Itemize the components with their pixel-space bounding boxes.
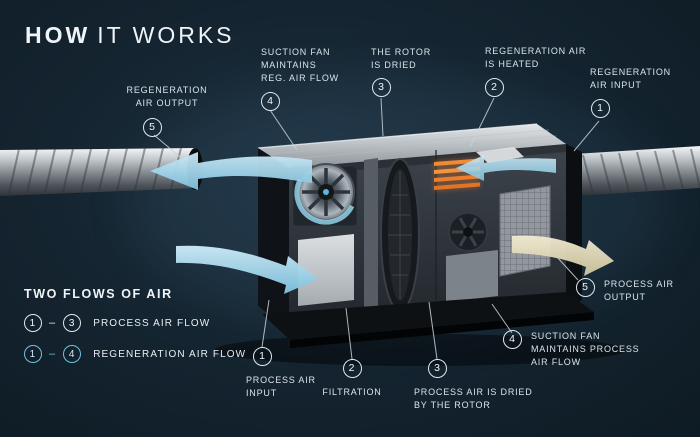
callout-label: PROCESS AIR INPUT — [246, 375, 316, 399]
desiccant-rotor — [380, 158, 420, 312]
legend-number: 3 — [63, 314, 82, 332]
callout-number: 5 — [143, 118, 162, 138]
callout-number: 2 — [342, 359, 362, 378]
callout-suction-fan-reg-flow: SUCTION FAN MAINTAINS REG. AIR FLOW 4 — [261, 46, 339, 112]
callout-number: 4 — [261, 92, 280, 112]
callout-leader-lines — [153, 97, 600, 360]
legend-dash: – — [49, 317, 57, 329]
callout-label: SUCTION FAN MAINTAINS REG. AIR FLOW — [261, 47, 339, 84]
right-duct — [574, 146, 700, 196]
output-filter — [499, 185, 551, 277]
legend-row-regeneration: 1 – 4 REGENERATION AIR FLOW — [24, 345, 246, 363]
legend-number: 1 — [24, 314, 42, 332]
callout-number: 1 — [591, 99, 610, 119]
process-input-arrow — [176, 245, 318, 294]
process-fan — [448, 212, 488, 252]
callout-label: SUCTION FAN MAINTAINS PROCESS AIR FLOW — [531, 331, 640, 368]
callout-rotor-is-dried: THE ROTOR IS DRIED 3 — [371, 46, 432, 98]
legend: TWO FLOWS OF AIR 1 – 3 PROCESS AIR FLOW … — [24, 287, 246, 363]
flow-arrows — [150, 152, 614, 294]
legend-number: 4 — [63, 345, 82, 363]
callout-label: PROCESS AIR OUTPUT — [604, 279, 674, 303]
callout-regeneration-air-output: REGENERATION AIR OUTPUT 5 — [112, 84, 222, 138]
regeneration-output-arrow — [150, 152, 312, 190]
title-bold: HOW — [25, 22, 91, 48]
legend-dash: – — [49, 348, 57, 360]
callout-number: 2 — [485, 78, 504, 98]
callout-number: 3 — [428, 359, 447, 378]
legend-row-process: 1 – 3 PROCESS AIR FLOW — [24, 314, 246, 332]
callout-label: REGENERATION AIR IS HEATED — [485, 46, 587, 70]
legend-label: REGENERATION AIR FLOW — [93, 348, 247, 360]
inlet-chamber-panel — [298, 234, 354, 306]
legend-label: PROCESS AIR FLOW — [93, 317, 211, 329]
regeneration-internal-arrow — [456, 155, 556, 181]
legend-title: TWO FLOWS OF AIR — [24, 287, 173, 301]
callout-regeneration-air-input: REGENERATION AIR INPUT 1 — [590, 66, 671, 119]
title-rest: IT WORKS — [97, 22, 235, 48]
rotor-wall — [364, 158, 378, 320]
fan-swirl — [294, 178, 355, 225]
callout-regeneration-air-heated: REGENERATION AIR IS HEATED 2 — [485, 45, 587, 98]
legend-number: 1 — [24, 345, 42, 363]
callout-suction-fan-process-flow: 4 SUCTION FAN MAINTAINS PROCESS AIR FLOW — [503, 330, 639, 369]
callout-number: 5 — [576, 278, 595, 297]
callout-number: 3 — [372, 78, 391, 98]
callout-number: 1 — [253, 347, 272, 366]
callout-label: REGENERATION AIR OUTPUT — [126, 85, 208, 109]
callout-number: 4 — [503, 330, 522, 349]
callout-filtration: 2 FILTRATION — [322, 359, 382, 399]
callout-label: REGENERATION AIR INPUT — [590, 67, 671, 91]
callout-process-air-input: 1 PROCESS AIR INPUT — [246, 347, 316, 400]
base-plinth — [262, 292, 594, 348]
fan-motor-box — [446, 250, 498, 302]
callout-label: FILTRATION — [322, 387, 382, 397]
callout-process-air-output: 5 PROCESS AIR OUTPUT — [576, 278, 674, 304]
process-output-arrow — [512, 235, 614, 276]
callout-label: THE ROTOR IS DRIED — [371, 47, 432, 71]
callout-label: PROCESS AIR IS DRIED BY THE ROTOR — [414, 387, 533, 411]
callout-process-air-dried: 3 PROCESS AIR IS DRIED BY THE ROTOR — [414, 359, 533, 412]
